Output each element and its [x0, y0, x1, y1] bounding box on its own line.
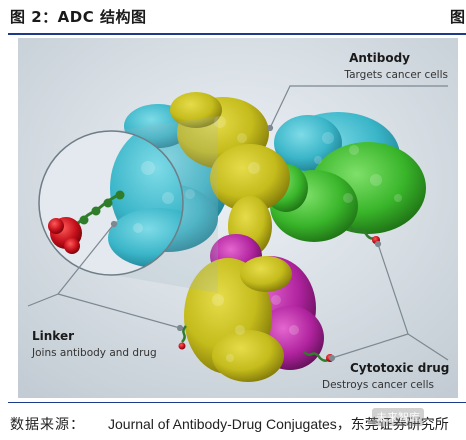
- figure-title: 图 2：ADC 结构图: [10, 8, 147, 26]
- drug-label: Cytotoxic drug: [350, 361, 449, 375]
- watermark: 未来智库: [372, 408, 424, 426]
- linker-description: Joins antibody and drug: [31, 347, 157, 359]
- figure-caption: 数据来源： Journal of Antibody-Drug Conjugate…: [0, 400, 466, 440]
- source-label: 数据来源：: [10, 417, 85, 433]
- antibody-description: Targets cancer cells: [343, 69, 448, 81]
- linker-label: Linker: [32, 329, 74, 343]
- magnified-drug: [48, 217, 82, 254]
- drug-description: Destroys cancer cells: [322, 379, 434, 391]
- cut-off-heading-fragment: 图: [450, 8, 466, 26]
- callout-lines: [27, 85, 449, 362]
- antibody-callout: Antibody Targets cancer cells: [343, 51, 448, 81]
- drug-callout: Cytotoxic drug Destroys cancer cells: [322, 361, 449, 391]
- antibody-label: Antibody: [349, 51, 410, 65]
- header-divider: [8, 33, 466, 35]
- adc-structure-figure: Antibody Targets cancer cells Linker Joi…: [18, 38, 458, 398]
- magnifier-lens: [38, 116, 218, 293]
- source-text: Journal of Antibody-Drug Conjugates，东莞证券…: [108, 416, 449, 432]
- magnified-linker: [77, 190, 125, 225]
- caption-divider: [8, 402, 466, 403]
- adc-illustration: Antibody Targets cancer cells Linker Joi…: [18, 38, 458, 398]
- linker-callout: Linker Joins antibody and drug: [31, 329, 157, 359]
- figure-header: 图 2：ADC 结构图 图: [0, 0, 466, 36]
